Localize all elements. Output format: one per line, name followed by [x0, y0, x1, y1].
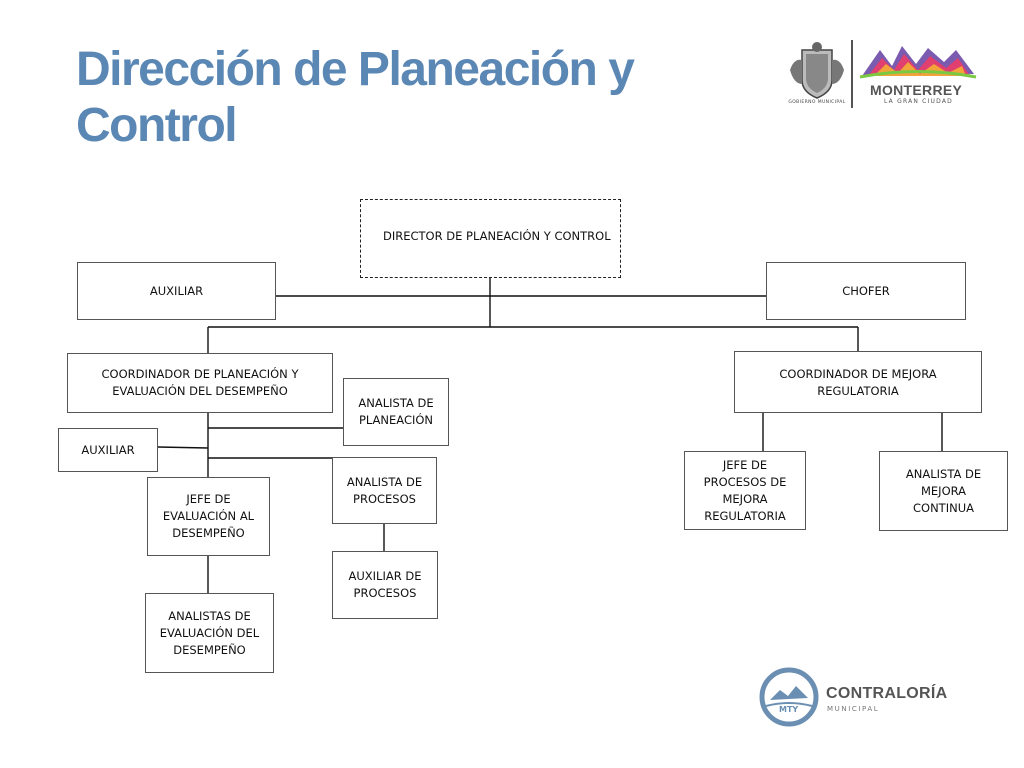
director-box: DIRECTOR DE PLANEACIÓN Y CONTROL	[360, 199, 621, 278]
analista-planeacion-box: ANALISTA DE PLANEACIÓN	[343, 378, 449, 446]
analistas-evaluacion-box: ANALISTAS DE EVALUACIÓN DEL DESEMPEÑO	[145, 593, 274, 673]
jefe-procesos-mejora-box: JEFE DE PROCESOS DE MEJORA REGULATORIA	[684, 451, 806, 530]
auxiliar-top-box: AUXILIAR	[77, 262, 276, 320]
contraloria-badge-icon	[759, 667, 819, 727]
jefe-evaluacion-box: JEFE DE EVALUACIÓN AL DESEMPEÑO	[147, 477, 270, 556]
contraloria-name: CONTRALORÍA	[826, 685, 948, 702]
chofer-box: CHOFER	[766, 262, 966, 320]
contraloria-sub: MUNICIPAL	[827, 705, 880, 713]
coord-mejora-box: COORDINADOR DE MEJORA REGULATORIA	[734, 351, 982, 413]
analista-procesos-box: ANALISTA DE PROCESOS	[332, 457, 437, 524]
connector-to-auxiliar-left	[157, 446, 209, 449]
badge-text: MTY	[779, 705, 799, 714]
auxiliar-left-box: AUXILIAR	[58, 428, 158, 472]
analista-mejora-box: ANALISTA DE MEJORA CONTINUA	[879, 451, 1008, 531]
coord-planeacion-box: COORDINADOR DE PLANEACIÓN Y EVALUACIÓN D…	[67, 353, 333, 413]
municipal-seal-logo: GOBIERNO MUNICIPAL	[786, 40, 848, 108]
logo-divider	[851, 40, 853, 108]
monterrey-brand-logo: MONTERREY LA GRAN CIUDAD	[858, 40, 978, 110]
brand-tagline: LA GRAN CIUDAD	[884, 98, 953, 105]
page-title: Dirección de Planeación y Control	[76, 43, 635, 152]
seal-caption: GOBIERNO MUNICIPAL	[788, 100, 846, 105]
auxiliar-procesos-box: AUXILIAR DE PROCESOS	[332, 551, 438, 619]
contraloria-logo: MTY CONTRALORÍA MUNICIPAL	[758, 666, 968, 730]
brand-name: MONTERREY	[870, 82, 963, 98]
